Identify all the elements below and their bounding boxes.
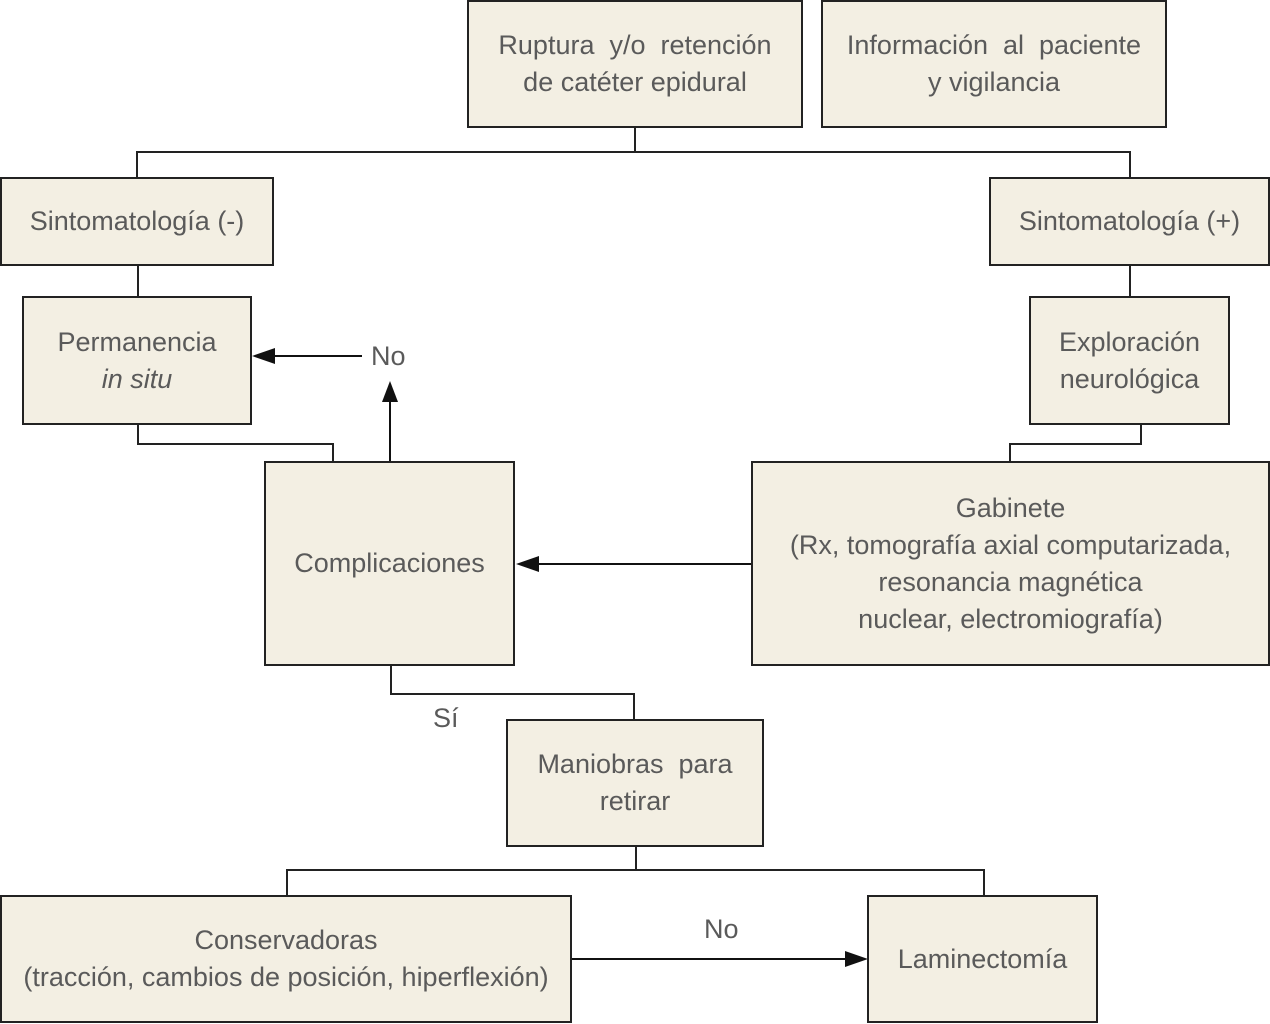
node-sintomatologia-negativa: Sintomatología (-) [0,177,274,266]
edge-label-no-top: No [371,341,406,371]
node-text: retirar [599,786,671,816]
connector-permanencia-complicaciones [137,424,334,462]
node-text: Permanencia [57,326,217,357]
node-text-italic: in situ [101,363,173,394]
node-text: Maniobras para [537,749,733,779]
node-text: nuclear, electromiografía) [858,603,1163,634]
node-text: Exploración [1058,326,1201,357]
node-complicaciones: Complicaciones [264,461,515,666]
node-informacion: Información al paciente y vigilancia [821,0,1167,128]
node-text: (Rx, tomografía axial computarizada, [789,529,1232,560]
node-conservadoras: Conservadoras (tracción, cambios de posi… [0,895,572,1023]
node-text: de catéter epidural [523,67,747,97]
node-sintomatologia-positiva: Sintomatología (+) [989,177,1270,266]
node-text: y vigilancia [927,67,1061,97]
node-ruptura: Ruptura y/o retención de catéter epidura… [467,0,803,128]
node-text: (tracción, cambios de posición, hiperfle… [23,962,549,992]
node-gabinete: Gabinete (Rx, tomografía axial computari… [751,461,1270,666]
arrowhead-no [382,381,398,402]
node-text: Sintomatología (+) [1018,206,1241,236]
connector-to-sint-neg [136,151,1131,178]
connector-exploracion-gabinete [1009,424,1142,462]
edge-label-no-bottom: No [704,914,739,944]
node-exploracion: Exploración neurológica [1029,296,1230,425]
node-text: Laminectomía [897,943,1068,974]
node-text: Sintomatología (-) [29,206,245,236]
node-text: Complicaciones [294,548,485,578]
arrowhead-laminectomia [845,951,868,967]
node-text: Conservadoras [194,925,378,955]
node-text: neurológica [1059,363,1200,394]
connector-maniobras-split [286,846,637,896]
connector-to-laminectomia [636,869,985,896]
arrowhead-complicaciones [516,556,539,572]
node-text: Gabinete [955,492,1066,523]
connector-complicaciones-maniobras [390,665,635,720]
arrowhead-permanencia [252,348,275,364]
node-permanencia: Permanencia in situ [22,296,252,425]
node-text: resonancia magnética [878,566,1143,597]
node-text: Información al paciente [846,30,1142,60]
edge-label-si: Sí [433,703,459,733]
node-maniobras: Maniobras para retirar [506,719,764,847]
node-laminectomia: Laminectomía [867,895,1098,1023]
node-text: Ruptura y/o retención [498,30,772,60]
